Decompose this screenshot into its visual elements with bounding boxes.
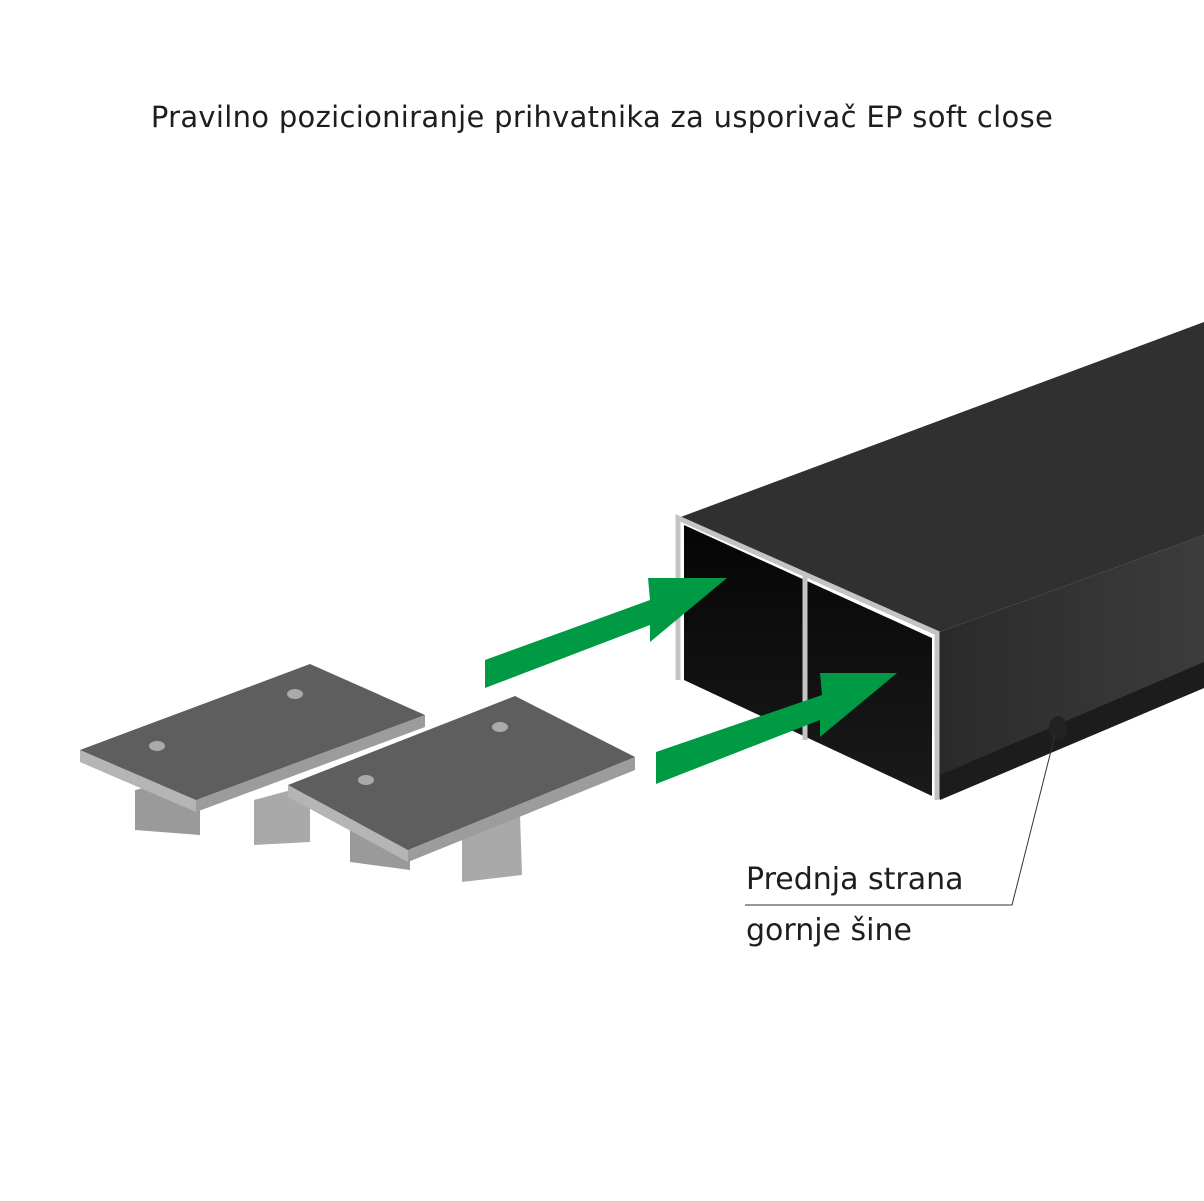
callout-label-line2: gornje šine	[746, 913, 912, 948]
callout-leader-line	[745, 734, 1056, 906]
catcher-plate-2	[288, 696, 635, 882]
arrow-upper-icon	[485, 578, 727, 688]
arrow-lower-icon	[656, 673, 897, 784]
top-rail	[675, 322, 1204, 800]
diagram-title: Pravilno pozicioniranje prihvatnika za u…	[150, 100, 1054, 134]
callout-label-line1: Prednja strana	[746, 862, 964, 897]
